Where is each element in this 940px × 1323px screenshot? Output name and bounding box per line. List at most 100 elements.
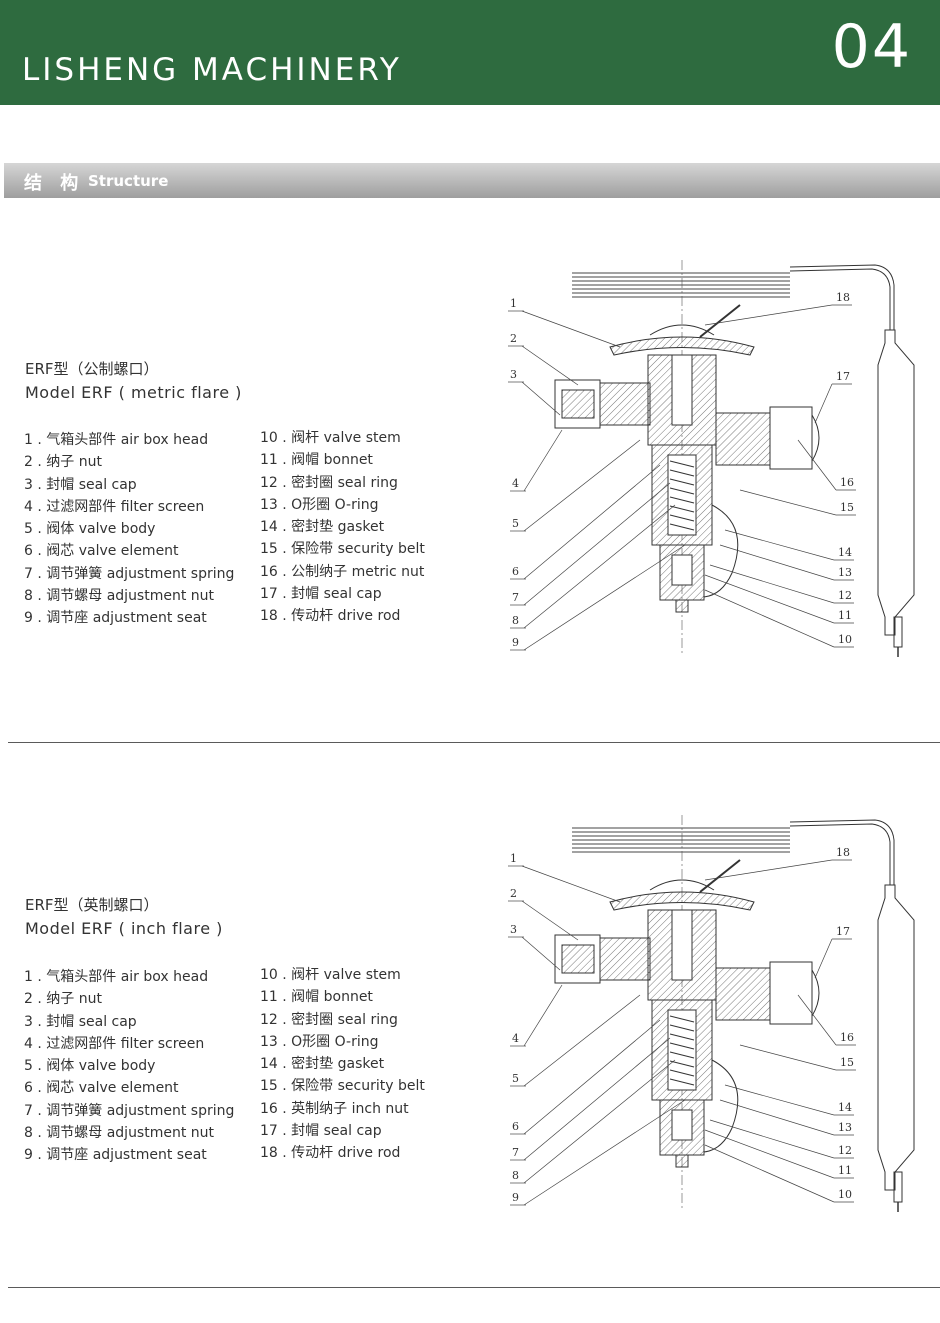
callout-leader [523, 439, 641, 532]
section-title-en: Structure [88, 172, 169, 190]
callout-leader [709, 564, 835, 604]
callout-label-6: 6 [512, 1120, 519, 1133]
callout-leader [814, 938, 833, 979]
spring-coil [669, 1015, 695, 1023]
callout-leader [704, 574, 835, 624]
part-item: 12 . 密封圈 seal ring [260, 1011, 398, 1028]
part-item: 5 . 阀体 valve body [24, 1058, 156, 1075]
callout-label-17: 17 [836, 925, 850, 938]
spring-coil [669, 469, 695, 477]
callout-leader [704, 859, 833, 881]
callout-leader [704, 589, 835, 648]
callout-label-2: 2 [510, 887, 517, 900]
spring-coil [669, 460, 695, 468]
part-item: 16 . 公制纳子 metric nut [260, 563, 425, 580]
model-title-cn-inch: ERF型（英制螺口） [25, 896, 159, 914]
section-title-bar: 结 构 Structure [4, 163, 940, 198]
part-item: 8 . 调节螺母 adjustment nut [24, 1125, 215, 1142]
callout-leader [814, 383, 833, 424]
part-item: 4 . 过滤网部件 filter screen [24, 1035, 205, 1052]
callout-leader [523, 984, 563, 1047]
callout-leader [523, 1037, 671, 1161]
part-item: 10 . 阀杆 valve stem [260, 430, 401, 446]
callout-label-2: 2 [510, 332, 517, 345]
spring-coil [669, 505, 695, 513]
spring-coil [669, 1069, 695, 1077]
part-item: 9 . 调节座 adjustment seat [24, 1147, 207, 1164]
callout-label-18: 18 [836, 846, 850, 859]
part-item: 18 . 传动杆 drive rod [260, 608, 401, 625]
sensing-bulb [877, 329, 915, 636]
capillary-tube [789, 819, 895, 885]
capillary-tube [789, 268, 891, 330]
spring-coil [669, 1078, 695, 1086]
spring-coil [669, 1042, 695, 1050]
callout-label-16: 16 [840, 476, 854, 489]
model-title-en-inch: Model ERF ( inch flare ) [25, 919, 223, 938]
callout-label-1: 1 [510, 852, 517, 865]
callout-label-4: 4 [512, 477, 519, 490]
callout-label-5: 5 [512, 1072, 519, 1085]
part-item: 17 . 封帽 seal cap [260, 586, 382, 603]
diaphragm-cap [609, 891, 755, 911]
callout-leader [719, 1099, 835, 1136]
spring-coil [669, 1024, 695, 1032]
callout-label-4: 4 [512, 1032, 519, 1045]
callout-label-13: 13 [838, 1121, 852, 1134]
adjustment-nut [671, 1109, 693, 1141]
part-item: 16 . 英制纳子 inch nut [260, 1100, 409, 1117]
callout-leader [521, 936, 561, 971]
callout-leader [521, 381, 561, 416]
callout-label-7: 7 [512, 591, 519, 604]
callout-label-15: 15 [840, 1056, 854, 1069]
part-item: 6 . 阀芯 valve element [24, 1080, 179, 1097]
body-bore [671, 354, 693, 426]
section-title-cn: 结 构 [24, 173, 85, 194]
part-item: 3 . 封帽 seal cap [24, 476, 137, 493]
adjustment-nut [671, 554, 693, 586]
security-belt [703, 1059, 739, 1153]
part-item: 7 . 调节弹簧 adjustment spring [24, 565, 235, 582]
parts-list-right-inch: 10 . 阀杆 valve stem 11 . 阀帽 bonnet 12 . 密… [260, 964, 425, 1165]
outlet-nut [769, 406, 813, 470]
section-divider [8, 742, 940, 743]
spring-chamber [667, 1009, 697, 1091]
callout-leader [797, 439, 837, 491]
spring-coil [669, 523, 695, 531]
model-title-cn-metric: ERF型（公制螺口） [25, 360, 159, 378]
callout-leader [521, 865, 621, 903]
part-item: 17 . 封帽 seal cap [260, 1123, 382, 1140]
spring-chamber [667, 454, 697, 536]
outlet-cap [811, 969, 820, 1017]
callout-leader [523, 994, 641, 1087]
callout-label-17: 17 [836, 370, 850, 383]
part-item: 15 . 保险带 security belt [260, 1078, 425, 1095]
callout-leader [523, 429, 563, 492]
part-item: 10 . 阀杆 valve stem [260, 967, 401, 983]
callout-label-10: 10 [838, 633, 852, 646]
drive-rod-arm [699, 859, 741, 893]
part-item: 12 . 密封圈 seal ring [260, 474, 398, 491]
callout-leader [704, 1144, 835, 1203]
part-item: 1 . 气箱头部件 air box head [24, 969, 209, 985]
callout-label-14: 14 [838, 546, 852, 559]
sensing-bulb [877, 884, 915, 1191]
callout-leader [704, 304, 833, 326]
part-item: 9 . 调节座 adjustment seat [24, 610, 207, 627]
part-item: 8 . 调节螺母 adjustment nut [24, 588, 215, 605]
callout-leader [719, 544, 835, 581]
valve-stem [675, 599, 689, 613]
callout-label-9: 9 [512, 1191, 519, 1204]
part-item: 11 . 阀帽 bonnet [260, 989, 373, 1006]
filter-screen [561, 389, 595, 419]
drive-rod-arm [699, 304, 741, 338]
callout-leader [523, 1059, 676, 1184]
callout-label-11: 11 [838, 1164, 852, 1177]
part-item: 5 . 阀体 valve body [24, 521, 156, 538]
part-item: 13 . O形圈 O-ring [260, 496, 379, 513]
callout-label-7: 7 [512, 1146, 519, 1159]
callout-leader [709, 1119, 835, 1159]
callout-leader [739, 1044, 837, 1071]
callout-leader [521, 345, 579, 386]
